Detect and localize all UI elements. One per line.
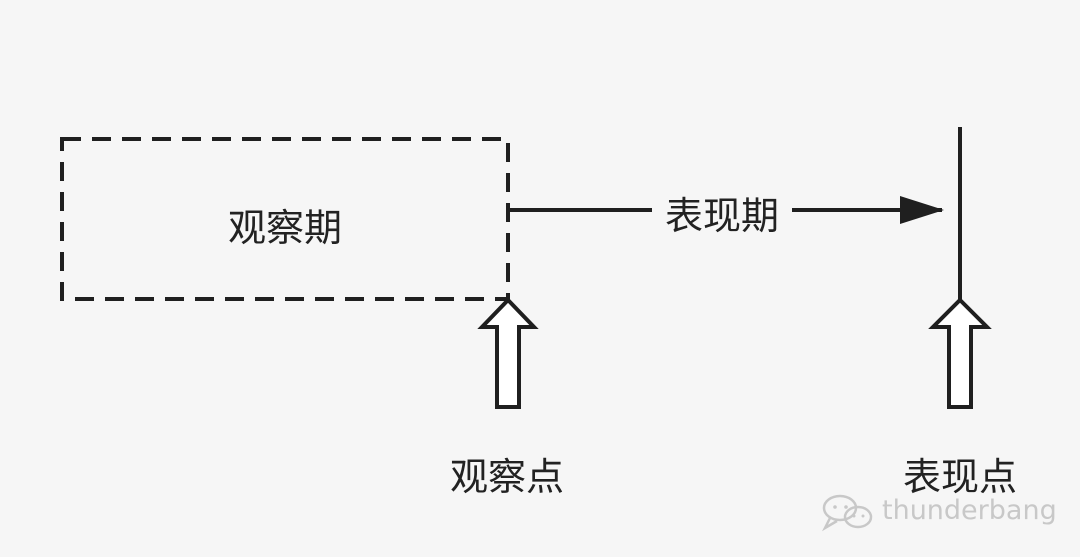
- watermark-text: thunderbang: [882, 495, 1057, 526]
- observation-period-label: 观察期: [228, 206, 342, 250]
- performance-period-label-background: [652, 184, 792, 236]
- performance-period-label: 表现期: [665, 194, 779, 238]
- wechat-icon: [822, 494, 873, 532]
- observation-period-box: [60, 137, 510, 301]
- watermark: thunderbang: [822, 494, 1057, 532]
- observation-point-label: 观察点: [450, 455, 564, 499]
- observation-point-up-arrow-icon: [477, 297, 539, 409]
- performance-point-up-arrow-icon: [928, 297, 992, 409]
- performance-point-label: 表现点: [903, 455, 1017, 499]
- performance-period-arrowhead: [900, 196, 944, 224]
